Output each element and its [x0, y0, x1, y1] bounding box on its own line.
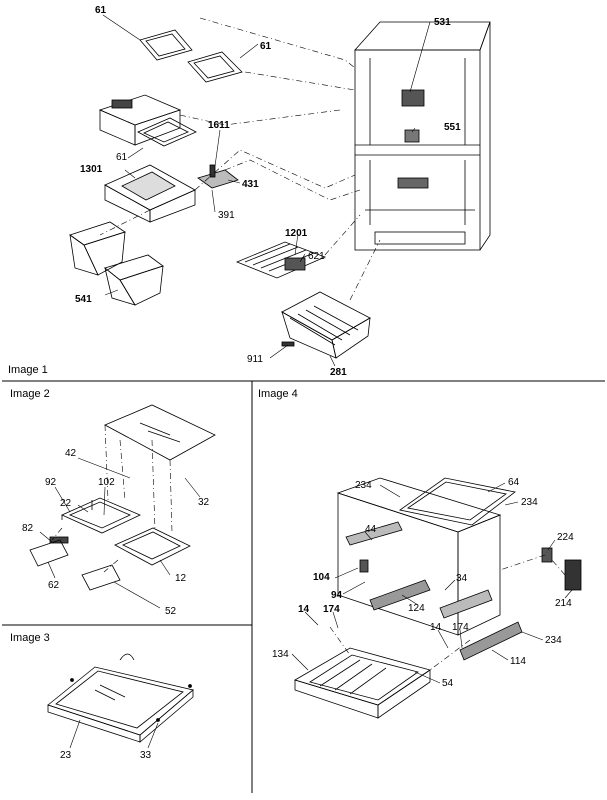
panel-1-pointers [102, 14, 431, 367]
callout-label: 1611 [208, 120, 230, 131]
panel-title-image-2: Image 2 [10, 388, 50, 400]
callout-label: 92 [45, 477, 57, 488]
callout-label: 281 [330, 367, 347, 378]
callout-label: 1301 [80, 164, 103, 175]
callout-label: 33 [140, 750, 152, 761]
panel-dividers [2, 380, 605, 793]
callout-label: 391 [218, 210, 235, 221]
panel-4-dashed-leaders [329, 554, 566, 671]
callout-label: 34 [456, 573, 468, 584]
callout-label: 61 [116, 152, 128, 163]
callout-label: 44 [365, 524, 377, 535]
callout-label: 431 [242, 179, 259, 190]
panel-2-dashed-leaders [51, 424, 173, 573]
panel-2-artwork [29, 404, 216, 591]
panel-3-pointers [69, 719, 159, 749]
callout-labels: 61 61 531 551 61 1611 1301 431 391 1201 … [22, 5, 574, 761]
callout-label: 64 [508, 477, 520, 488]
panel-4-artwork [294, 477, 582, 719]
callout-label: 214 [555, 598, 572, 609]
panel-1-artwork [69, 21, 491, 359]
callout-label: 54 [442, 678, 454, 689]
callout-label: 541 [75, 294, 92, 305]
callout-label: 234 [545, 635, 562, 646]
callout-label: 124 [408, 603, 425, 614]
callout-label: 1201 [285, 228, 308, 239]
callout-label: 174 [323, 604, 340, 615]
panel-1-dashed-leaders [99, 17, 381, 301]
callout-label: 104 [313, 572, 330, 583]
callout-label: 42 [65, 448, 77, 459]
callout-label: 61 [260, 41, 272, 52]
panel-title-image-3: Image 3 [10, 632, 50, 644]
callout-label: 911 [247, 354, 263, 365]
callout-label: 102 [98, 477, 115, 488]
callout-label: 14 [430, 622, 442, 633]
callout-label: 32 [198, 497, 210, 508]
callout-label: 174 [452, 622, 469, 633]
panel-3-artwork [47, 653, 194, 743]
panel-4-pointers [291, 482, 573, 684]
callout-label: 62 [48, 580, 60, 591]
panel-2-pointers [39, 457, 201, 609]
callout-label: 531 [434, 17, 451, 28]
panel-title-image-1: Image 1 [8, 364, 48, 376]
panel-title-image-4: Image 4 [258, 388, 298, 400]
callout-label: 114 [510, 656, 526, 667]
callout-label: 224 [557, 532, 574, 543]
callout-label: 82 [22, 523, 34, 534]
callout-label: 94 [331, 590, 343, 601]
callout-label: 551 [444, 122, 461, 133]
callout-label: 134 [272, 649, 289, 660]
callout-label: 14 [298, 604, 310, 615]
callout-label: 12 [175, 573, 187, 584]
callout-label: 61 [95, 5, 107, 16]
callout-label: 234 [355, 480, 372, 491]
callout-label: 621 [308, 251, 325, 262]
callout-label: 234 [521, 497, 538, 508]
callout-label: 23 [60, 750, 72, 761]
callout-label: 52 [165, 606, 177, 617]
callout-label: 22 [60, 498, 72, 509]
